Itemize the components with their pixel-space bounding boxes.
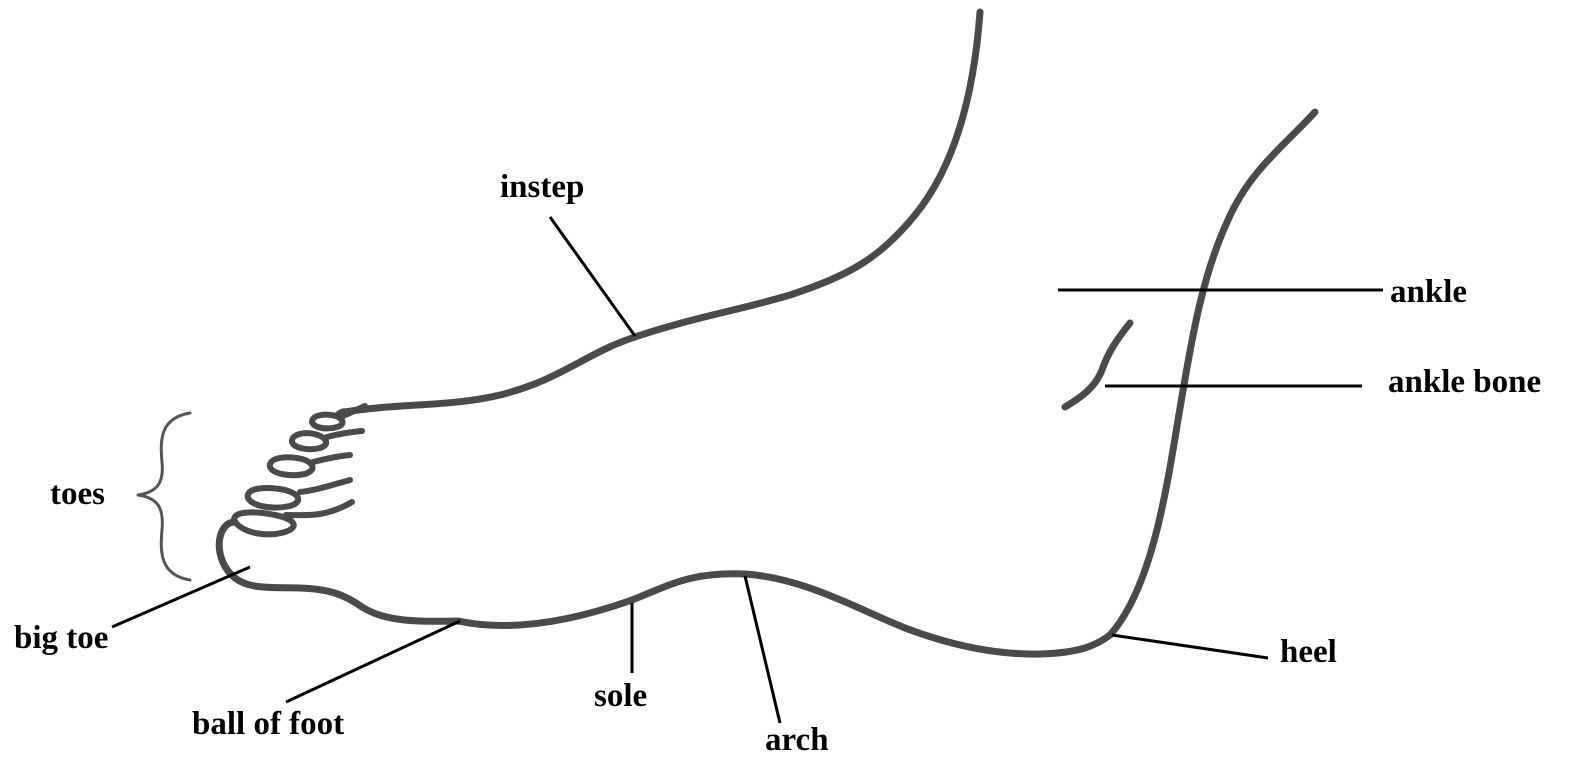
third-toe-shape [270,457,313,475]
label-big-toe: big toe [14,620,108,656]
label-heel: heel [1280,634,1337,670]
label-ball-of-foot: ball of foot [192,706,344,742]
foot-sole-outline [219,112,1315,654]
toes-group [234,406,365,534]
heel-leader [1112,635,1268,658]
toe-line-3 [313,455,350,462]
label-arch: arch [765,722,829,758]
arch-leader [745,576,780,723]
second-toe-shape [248,488,299,508]
label-instep: instep [500,169,584,205]
toe-line-4 [327,431,362,437]
toes-brace [138,413,190,580]
label-ankle-bone: ankle bone [1388,364,1541,400]
ball-of-foot-leader [286,621,460,702]
label-ankle: ankle [1390,274,1467,310]
leg-front-outline [345,12,980,412]
instep-leader [550,217,635,336]
label-toes: toes [50,476,105,512]
big-toe-leader [112,567,250,627]
ankle-bone-curve [1065,323,1130,407]
toe-line-2 [300,480,350,492]
fourth-toe-shape [292,433,326,449]
label-sole: sole [594,678,647,714]
